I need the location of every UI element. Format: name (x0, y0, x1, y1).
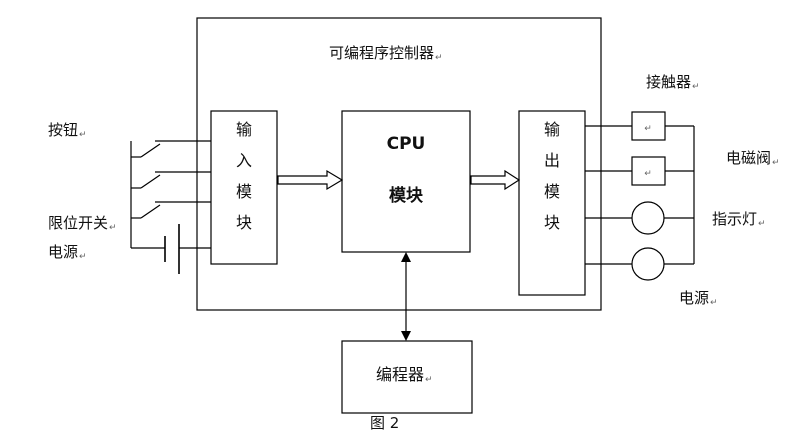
input-char-1: 输 (235, 120, 252, 139)
programmer-box (341, 340, 473, 414)
cpu-module-text: 模块 (389, 186, 423, 206)
arrow-head-down (401, 331, 411, 341)
output-module-label: 输 出 模 块 (519, 114, 585, 238)
input-char-3: 模 (235, 182, 252, 201)
right-power-label: 电源↵ (679, 289, 718, 308)
coil-mark-2: ↵ (644, 169, 652, 179)
output-char-1: 输 (543, 120, 560, 139)
figure-caption: 图 2 (370, 414, 400, 432)
para-mark: ↵ (435, 53, 443, 63)
input-char-4: 块 (235, 213, 252, 232)
input-module-label: 输 入 模 块 (211, 114, 277, 238)
input-module-box (210, 110, 278, 265)
programmer-label: 编程器↵ (376, 365, 433, 386)
arrow-input-cpu (277, 169, 344, 191)
contactor-label: 接触器↵ (646, 73, 700, 92)
input-char-2: 入 (235, 151, 252, 170)
cpu-text: CPU (386, 134, 426, 154)
solenoid-valve-label: 电磁阀↵ (726, 149, 780, 168)
cpu-module-label: CPU 模块 (342, 130, 470, 234)
output-char-3: 模 (543, 182, 560, 201)
plc-title: 可编程序控制器↵ (329, 44, 443, 63)
limit-switch-label: 限位开关↵ (48, 214, 117, 233)
output-char-4: 块 (543, 213, 560, 232)
plc-box (196, 17, 602, 311)
output-module-box (518, 110, 586, 296)
indicator-light-label: 指示灯↵ (712, 210, 766, 229)
arrow-head-up (401, 252, 411, 262)
arrow-cpu-output (470, 169, 521, 191)
coil-mark-1: ↵ (644, 124, 652, 134)
output-char-2: 出 (543, 151, 560, 170)
button-label: 按钮↵ (48, 121, 87, 140)
left-power-label: 电源↵ (48, 243, 87, 262)
